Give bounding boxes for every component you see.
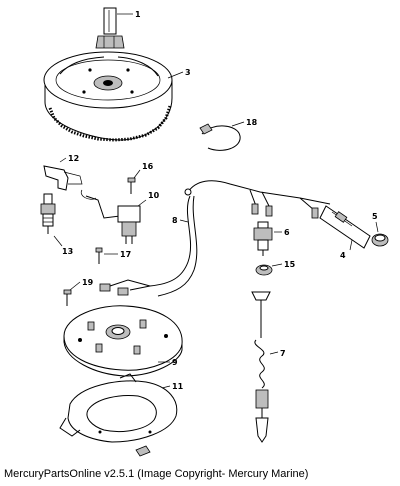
part-small-key <box>135 445 151 457</box>
part-17-screw <box>95 247 118 264</box>
part-5-cap <box>371 221 389 247</box>
image-caption: MercuryPartsOnline v2.5.1 (Image Copyrig… <box>4 468 309 480</box>
callout-1: 1 <box>135 10 141 19</box>
callout-18: 18 <box>246 118 258 127</box>
part-10-coil <box>80 189 147 244</box>
part-8-harness <box>99 180 331 297</box>
callout-5: 5 <box>372 212 378 221</box>
callout-3: 3 <box>185 68 191 77</box>
callout-10: 10 <box>148 191 160 200</box>
callout-13: 13 <box>62 247 73 256</box>
part-6-switch <box>253 221 282 256</box>
callout-15: 15 <box>284 260 296 269</box>
part-9-stator-plate <box>63 305 183 377</box>
callout-16: 16 <box>142 162 154 171</box>
part-3-flywheel <box>43 51 184 142</box>
part-7-lanyard <box>251 291 279 443</box>
part-16-screw <box>127 169 141 194</box>
ignition-parts-diagram: 1 3 18 12 13 <box>40 7 389 457</box>
callout-12: 12 <box>68 154 79 163</box>
callout-7: 7 <box>280 349 286 358</box>
part-15-nut <box>255 263 283 276</box>
part-4-connector <box>319 205 371 251</box>
part-13-spark-plug <box>40 193 63 247</box>
callout-9: 9 <box>172 358 178 367</box>
part-19-screw <box>63 281 81 306</box>
part-12-plug-boot <box>43 157 83 191</box>
callout-11: 11 <box>172 382 184 391</box>
callout-6: 6 <box>284 228 290 237</box>
callout-17: 17 <box>120 250 131 259</box>
callout-4: 4 <box>340 251 346 260</box>
part-18-clip <box>199 121 245 151</box>
part-1-bolt <box>95 7 133 49</box>
part-11-trigger-plate <box>59 373 178 443</box>
callout-8: 8 <box>172 216 178 225</box>
callout-19: 19 <box>82 278 94 287</box>
